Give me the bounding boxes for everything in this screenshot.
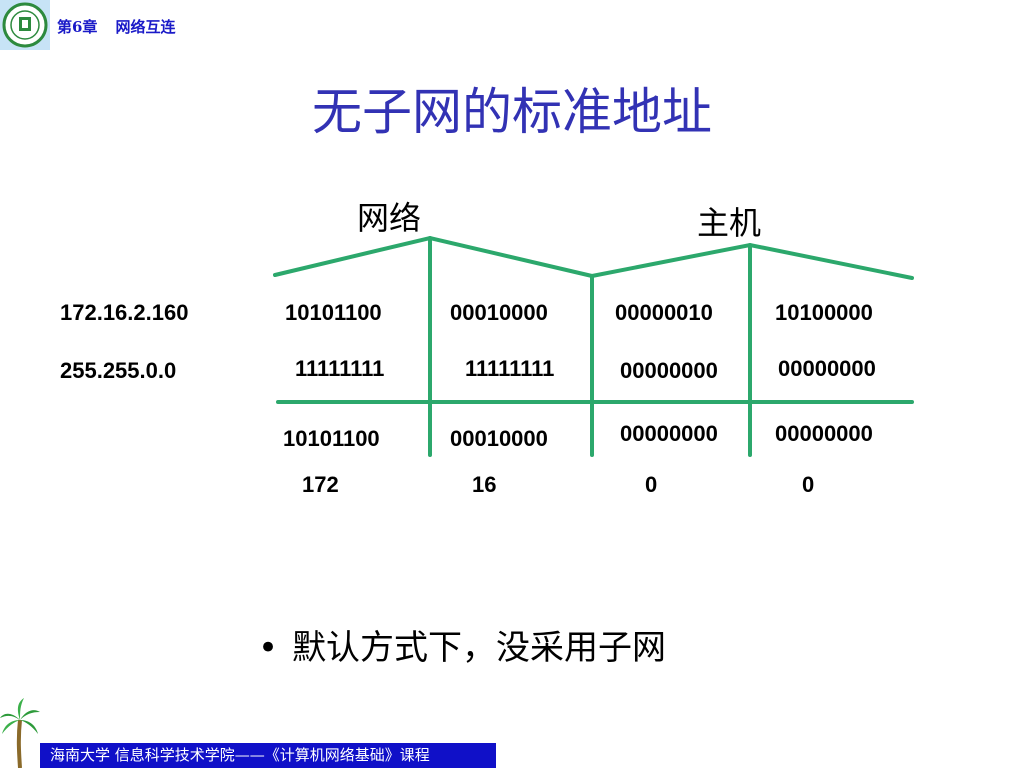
decimal-octet-1: 172 xyxy=(302,472,339,497)
ip-octet-4: 10100000 xyxy=(775,300,873,325)
mask-octet-2: 11111111 xyxy=(465,356,555,381)
decimal-octet-3: 0 xyxy=(645,472,658,497)
university-seal-icon xyxy=(2,2,48,48)
bullet-dot-icon: • xyxy=(258,628,279,668)
mask-octet-3: 00000000 xyxy=(620,358,718,383)
network-bracket-line xyxy=(273,235,594,278)
bullet-point: • 默认方式下，没采用子网 xyxy=(258,620,666,669)
result-octet-2: 00010000 xyxy=(450,426,548,451)
result-octet-3: 00000000 xyxy=(620,421,718,446)
ip-octet-2: 00010000 xyxy=(450,300,548,325)
mask-octet-4: 00000000 xyxy=(778,356,876,381)
ip-octet-3: 00000010 xyxy=(615,300,713,325)
result-octet-1: 10101100 xyxy=(283,426,380,451)
subnet-mask-label: 255.255.0.0 xyxy=(60,358,177,383)
logo-box xyxy=(0,0,50,50)
bullet-text: 默认方式下，没采用子网 xyxy=(292,628,667,668)
host-label: 主机 xyxy=(697,204,762,242)
chapter-title: 网络互连 xyxy=(115,18,176,36)
mask-octet-1: 11111111 xyxy=(295,356,385,381)
result-octet-4: 00000000 xyxy=(775,421,873,446)
palm-tree-icon xyxy=(0,698,40,768)
chapter-label: 第6章 xyxy=(57,18,98,36)
footer-bar: 海南大学 信息科学技术学院——《计算机网络基础》课程 xyxy=(40,743,496,768)
decimal-octet-2: 16 xyxy=(472,472,497,497)
chapter-header: 第6章网络互连 xyxy=(57,16,193,37)
decimal-octet-4: 0 xyxy=(802,472,815,497)
network-label: 网络 xyxy=(357,199,422,237)
ip-address-label: 172.16.2.160 xyxy=(60,300,189,325)
page-title: 无子网的标准地址 xyxy=(312,83,712,141)
ip-octet-1: 10101100 xyxy=(285,300,382,325)
